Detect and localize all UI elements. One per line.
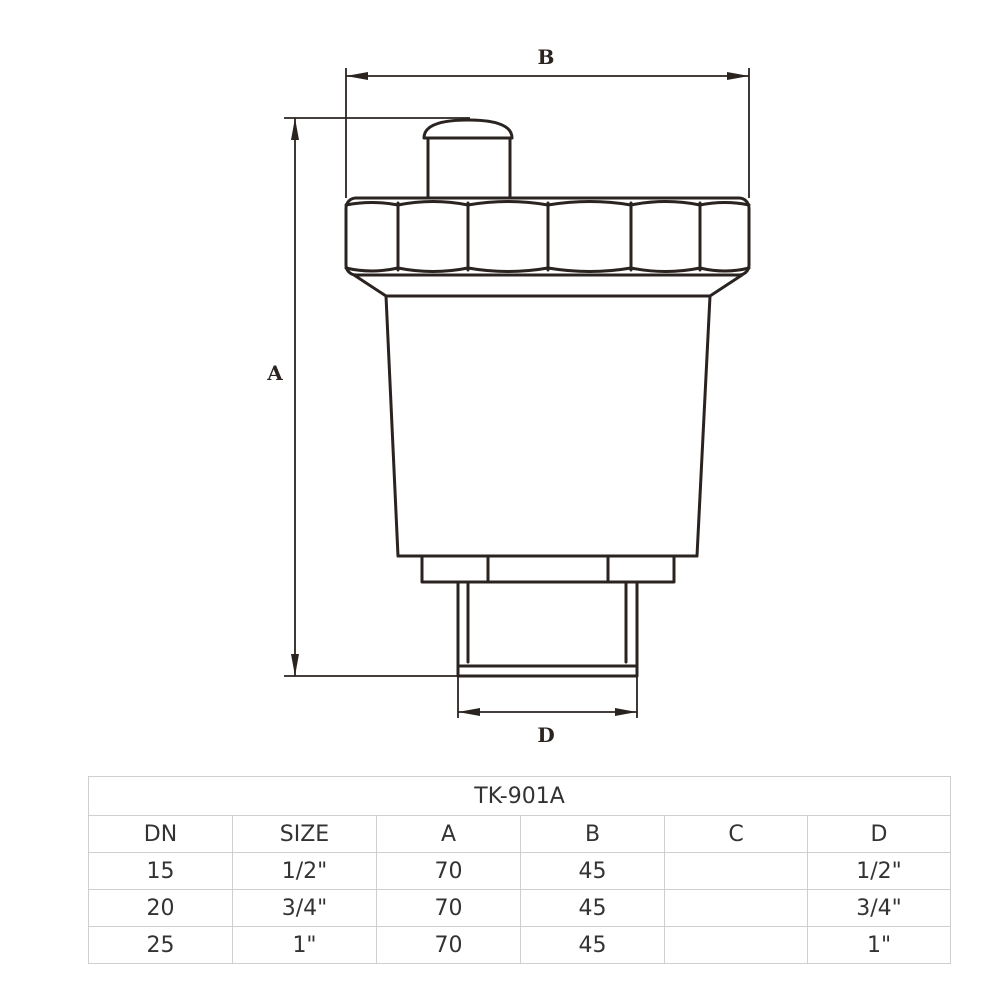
- table-cell: 70: [376, 852, 521, 890]
- column-header: C: [664, 815, 808, 853]
- hex-nut: [344, 196, 751, 277]
- arrow-head: [615, 708, 637, 716]
- spec-table: TK-901A DN SIZE A B C D 15 1/2" 70 45 1/…: [87, 776, 952, 964]
- dimension-b-label: B: [538, 45, 555, 69]
- dimension-d-label: D: [537, 723, 554, 747]
- valve-cap: [422, 118, 514, 200]
- table-cell: 70: [376, 926, 521, 964]
- arrow-head: [291, 118, 299, 140]
- lower-hex: [420, 554, 676, 584]
- table-row: 20 3/4" 70 45 3/4": [88, 889, 952, 927]
- dimension-d: [457, 676, 638, 718]
- table-cell: 25: [88, 926, 233, 964]
- header-row: DN SIZE A B C D: [88, 815, 952, 853]
- column-header: D: [806, 815, 952, 853]
- model-row: TK-901A: [87, 776, 952, 816]
- table-cell: 15: [88, 852, 233, 890]
- collar: [352, 273, 744, 298]
- table-cell: 1": [806, 926, 952, 964]
- air-vent-valve-drawing: B A D: [266, 45, 751, 747]
- table-cell: 45: [520, 926, 665, 964]
- arrow-head: [291, 654, 299, 676]
- table-cell: 1": [232, 926, 377, 964]
- column-header: SIZE: [232, 815, 377, 853]
- table-row: 15 1/2" 70 45 1/2": [88, 852, 952, 890]
- column-header: A: [376, 815, 521, 853]
- arrow-head: [458, 708, 480, 716]
- column-header: DN: [88, 815, 233, 853]
- arrow-head: [727, 72, 749, 80]
- table-cell: [664, 926, 808, 964]
- table-cell: [664, 852, 808, 890]
- table-cell: 20: [88, 889, 233, 927]
- threaded-connector: [456, 580, 639, 678]
- model-name: TK-901A: [87, 776, 952, 816]
- dimension-a: [284, 117, 470, 677]
- table-cell: [664, 889, 808, 927]
- dimension-a-label: A: [266, 361, 283, 385]
- table-cell: 1/2": [232, 852, 377, 890]
- dimension-b: [345, 68, 750, 198]
- table-cell: 3/4": [232, 889, 377, 927]
- table-cell: 3/4": [806, 889, 952, 927]
- table-cell: 1/2": [806, 852, 952, 890]
- table-cell: 70: [376, 889, 521, 927]
- table-cell: 45: [520, 852, 665, 890]
- valve-body: [384, 294, 712, 558]
- column-header: B: [520, 815, 665, 853]
- table-cell: 45: [520, 889, 665, 927]
- arrow-head: [346, 72, 368, 80]
- table-row: 25 1" 70 45 1": [88, 926, 952, 964]
